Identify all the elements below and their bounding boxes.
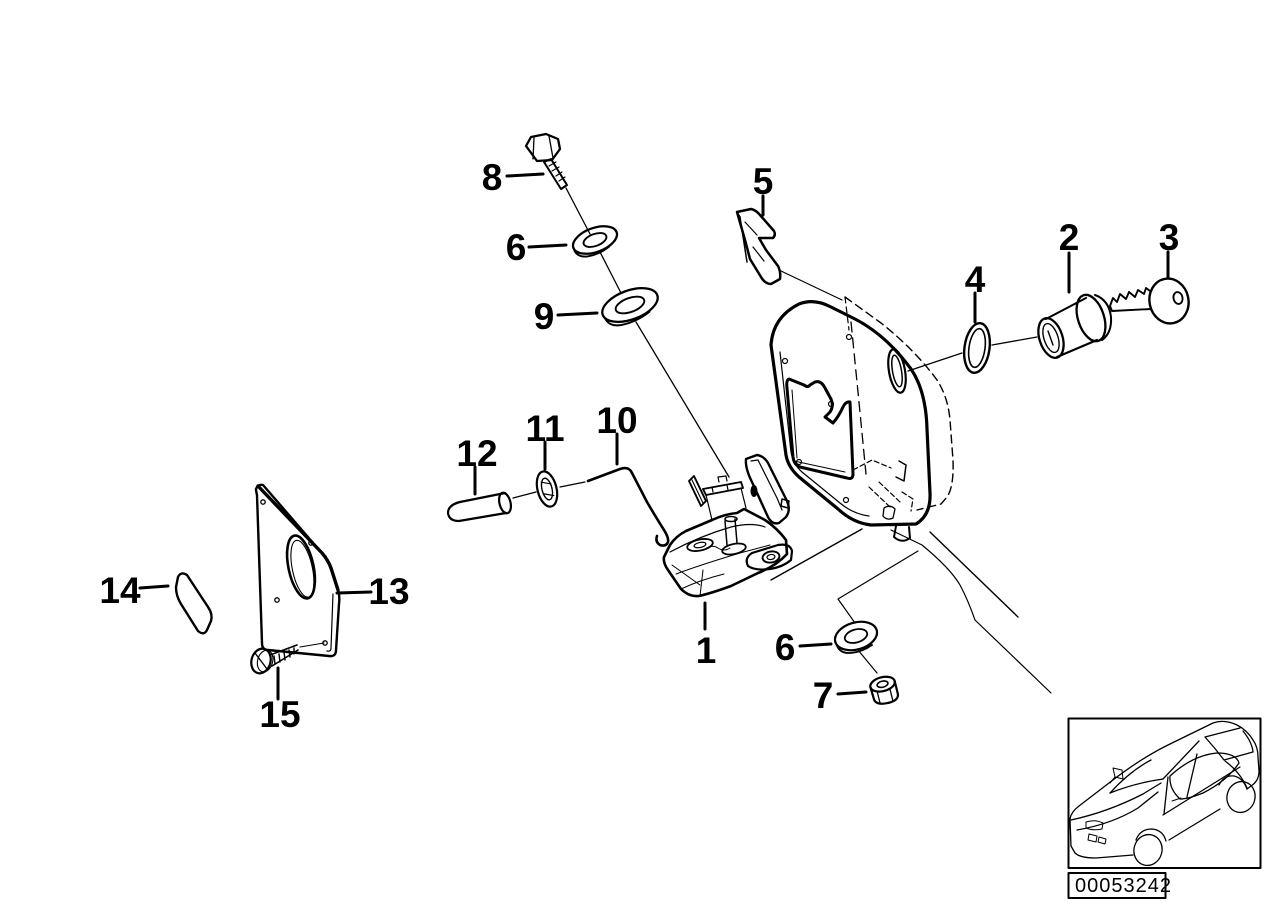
lock-cylinder-hole (887, 348, 907, 394)
part-1-trunk-latch (662, 453, 794, 598)
assembly-axis-lines (299, 187, 1038, 674)
callout-11-label[interactable]: 11 (525, 408, 564, 449)
callout-6-upper-label[interactable]: 6 (506, 227, 527, 268)
part-13-gasket-plate (254, 483, 341, 658)
car-thumbnail (1067, 717, 1262, 869)
callout-4-label[interactable]: 4 (965, 259, 986, 300)
callout-15-label[interactable]: 15 (259, 694, 300, 735)
part-6-washer-lower (833, 620, 879, 654)
part-9-washer-large (601, 286, 659, 327)
callout-10-label[interactable]: 10 (596, 400, 637, 441)
lock-housing (769, 296, 954, 542)
panel-context-lines (770, 528, 1052, 694)
callout-13-label[interactable]: 13 (368, 571, 409, 612)
part-3-key (1109, 277, 1190, 325)
callout-7-label[interactable]: 7 (813, 675, 834, 716)
sedan-outline-icon (1069, 720, 1260, 867)
callout-6-lower-label[interactable]: 6 (775, 627, 796, 668)
callout-2-label[interactable]: 2 (1059, 217, 1080, 258)
latch-stud-hole (761, 550, 781, 564)
callout-leader-lines (138, 172, 1170, 701)
key-head (1148, 277, 1190, 325)
callout-labels: 1 2 3 4 5 6 6 7 8 9 10 11 12 13 14 15 (99, 157, 1179, 735)
key-blade (1109, 287, 1152, 312)
callout-1-label[interactable]: 1 (696, 630, 717, 671)
image-number-text: 00053242 (1075, 875, 1172, 897)
image-number-stamp: 00053242 (1067, 872, 1172, 899)
part-14-pad (174, 572, 213, 635)
callout-9-label[interactable]: 9 (534, 296, 555, 337)
callout-8-label[interactable]: 8 (482, 157, 503, 198)
callout-5-label[interactable]: 5 (753, 161, 774, 202)
part-6-washer-upper (571, 225, 619, 258)
kidney-grille-icon (1087, 833, 1107, 845)
part-2-lock-cylinder (1037, 293, 1113, 359)
callout-3-label[interactable]: 3 (1159, 217, 1180, 258)
side-mirror-icon (1109, 767, 1124, 784)
part-7-nut (869, 675, 900, 705)
part-10-operating-rod (586, 466, 670, 547)
part-15-screw (250, 644, 299, 675)
callout-12-label[interactable]: 12 (456, 433, 497, 474)
part-12-cap (446, 491, 513, 523)
part-8-bolt (524, 132, 568, 190)
part-11-grommet (535, 470, 559, 508)
part-4-seal-ring (962, 321, 992, 375)
part-5-clip (735, 207, 782, 286)
callout-14-label[interactable]: 14 (99, 570, 141, 611)
